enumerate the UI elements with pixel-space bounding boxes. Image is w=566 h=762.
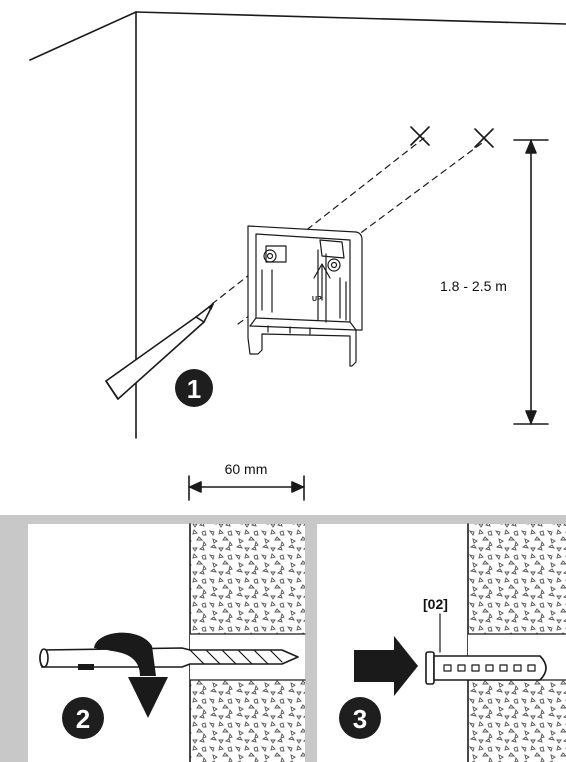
- drill-mark-right: [474, 128, 494, 148]
- height-range-label: 1.8 - 2.5 m: [440, 278, 507, 294]
- drill-bit: [39, 647, 299, 668]
- drill-mark-left: [410, 126, 430, 146]
- step-1-number: 1: [187, 374, 201, 404]
- wall-corner: [29, 11, 566, 439]
- step-2-badge: 2: [62, 697, 104, 739]
- spacing-dimension: [188, 475, 305, 501]
- wall-section-right: [467, 523, 566, 762]
- part-ref-label: [02]: [423, 596, 448, 612]
- wall-section-left: [189, 523, 306, 762]
- marking-guide-lines: [211, 137, 487, 325]
- step-3-number: 3: [353, 704, 367, 734]
- step-1-badge: 1: [175, 369, 213, 407]
- steps-panel-frame: [0, 515, 566, 762]
- step-3-badge: 3: [339, 697, 381, 739]
- pencil-icon: [105, 303, 214, 400]
- spacing-label: 60 mm: [225, 461, 268, 477]
- rotation-arrow-icon: [78, 632, 168, 718]
- push-arrow-icon: [354, 636, 418, 696]
- wall-plug: [425, 651, 547, 685]
- mounting-bracket: [247, 225, 363, 367]
- step-2-number: 2: [76, 704, 90, 734]
- height-dimension: [513, 139, 549, 425]
- bracket-up-label: UP: [312, 296, 322, 303]
